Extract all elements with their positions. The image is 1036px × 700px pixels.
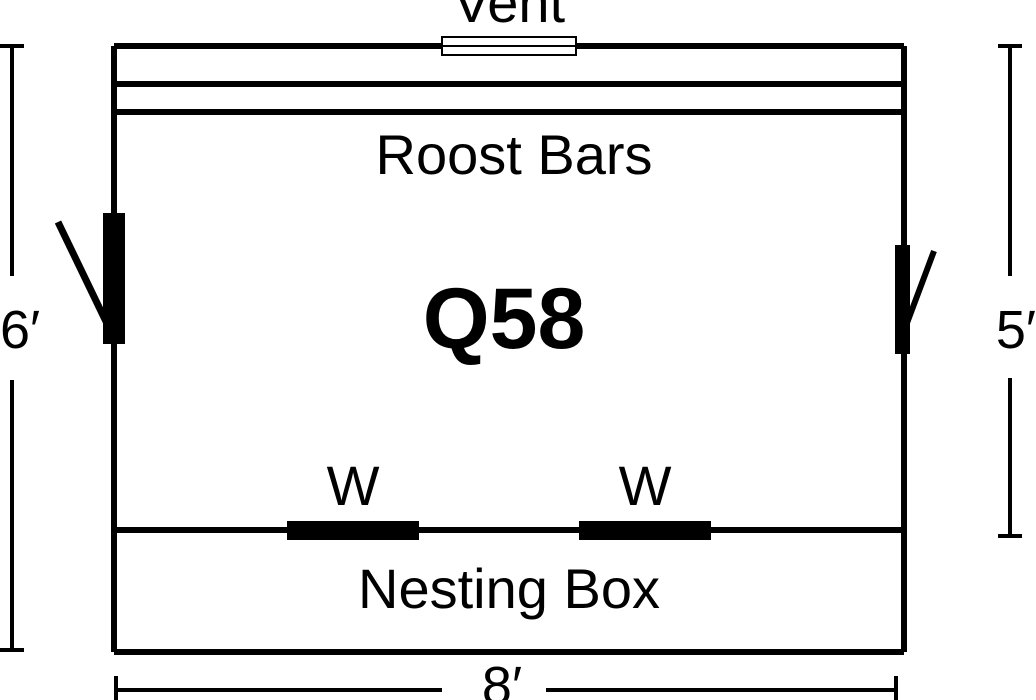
window-right [579,521,711,540]
left-door-swing-icon [54,220,116,336]
window-left [287,521,419,540]
dim-bottom-label: 8′ [482,656,522,700]
window-left-label: W [327,454,380,517]
left-door-jamb [103,213,125,344]
window-right-label: W [619,454,672,517]
right-door-swing-icon [898,249,937,341]
dim-right-label: 5′ [996,300,1036,360]
vent-label: Vent [453,0,566,34]
dim-left-label: 6′ [0,300,40,360]
roost-bars-label: Roost Bars [376,123,653,186]
model-code-label: Q58 [423,271,586,367]
nesting-box-label: Nesting Box [358,557,660,620]
